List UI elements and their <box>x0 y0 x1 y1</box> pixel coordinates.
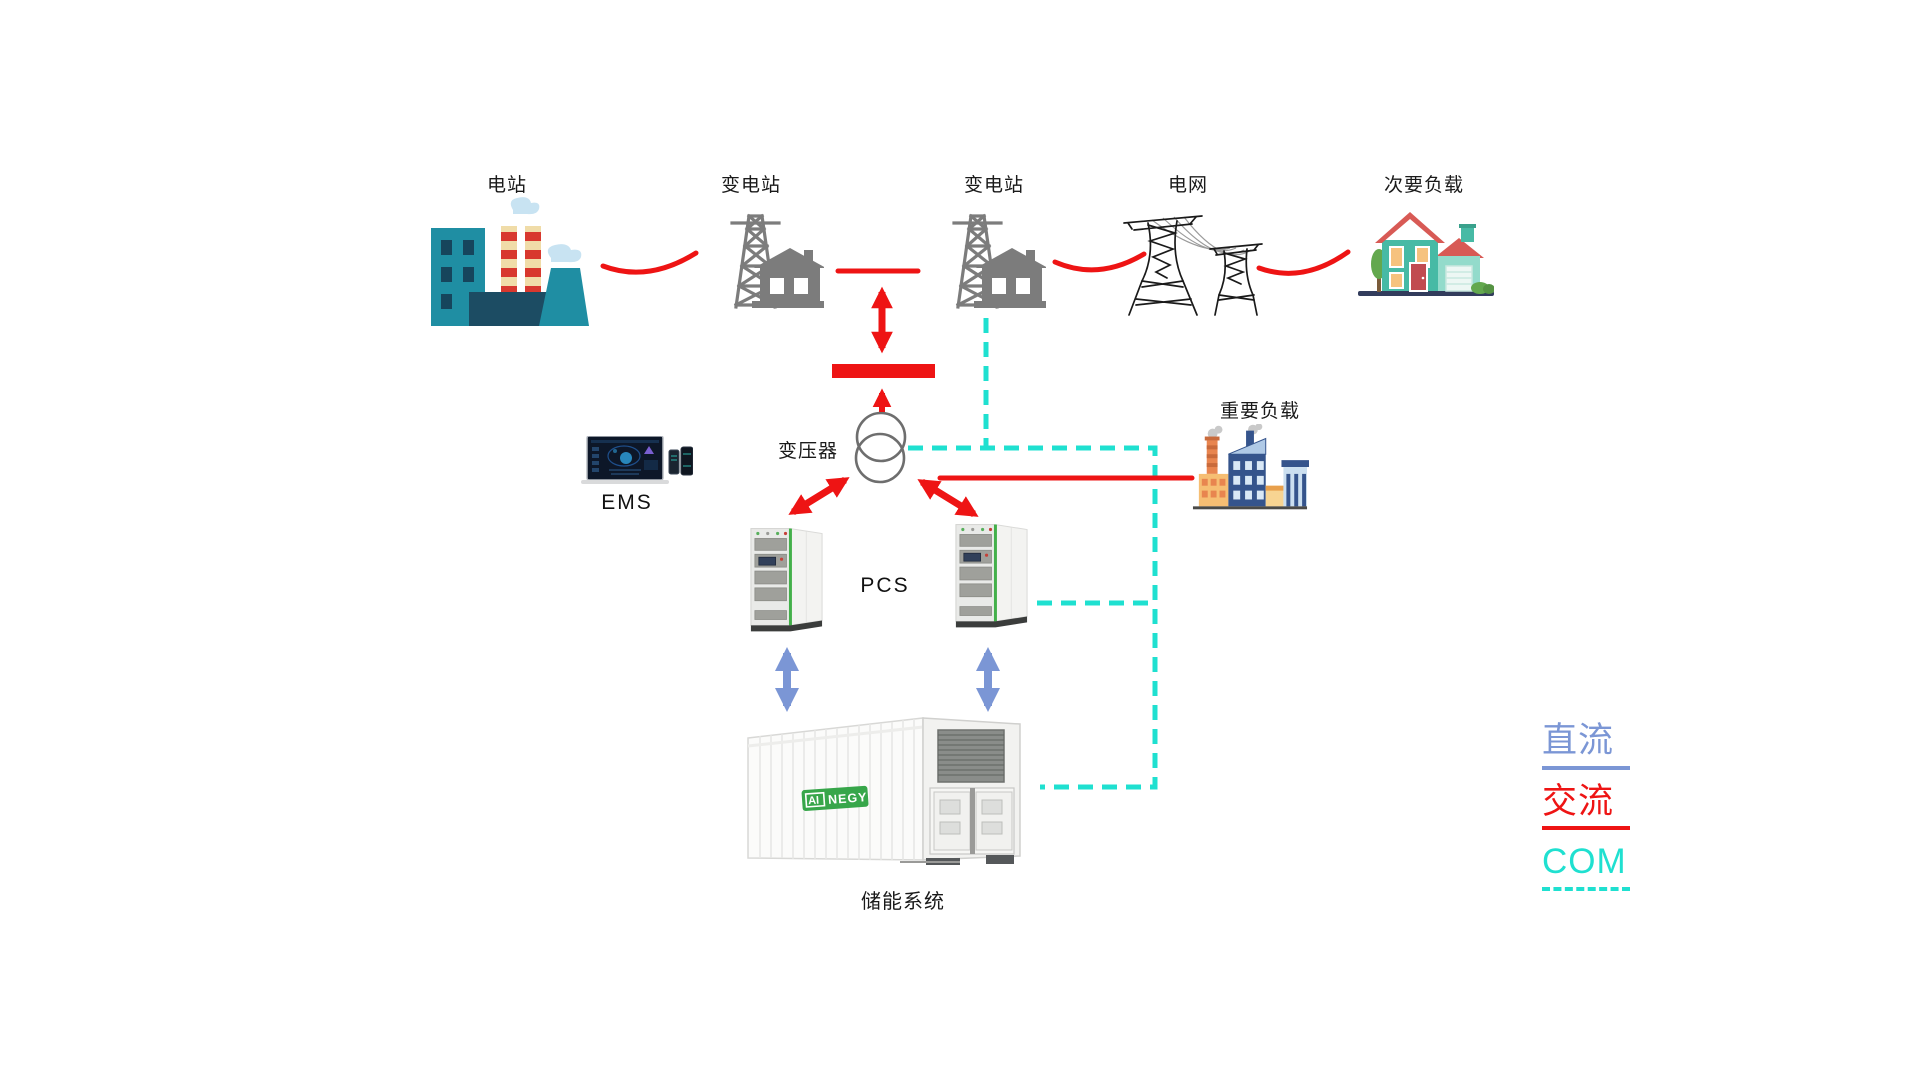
ac-lines <box>600 249 1351 517</box>
pcs-label: PCS <box>860 574 910 597</box>
com-lines <box>908 318 1158 790</box>
logo-negy-text: NEGY <box>828 790 868 807</box>
logo-ai-text: AI <box>808 795 820 808</box>
power-plant-icon <box>431 197 589 326</box>
legend-ac-line-sample <box>1542 826 1630 830</box>
legend-dc-line-sample <box>1542 765 1630 770</box>
legend-com-line-sample <box>1542 886 1630 891</box>
storage-system-label: 储能系统 <box>861 891 945 913</box>
ems-label: EMS <box>601 491 653 514</box>
transformer-icon <box>854 411 907 484</box>
dc-lines <box>775 647 1000 712</box>
factory-icon <box>1192 424 1309 510</box>
power-conversion-cabinet-icon <box>744 521 828 633</box>
grid-label: 电网 <box>1167 175 1209 196</box>
legend: 直流 交流 COM <box>1542 721 1634 904</box>
substation-left-label: 变电站 <box>720 175 782 196</box>
legend-item-dc: 直流 <box>1542 721 1634 770</box>
legend-item-com: COM <box>1542 842 1634 891</box>
legend-dc-label: 直流 <box>1542 721 1615 760</box>
laptop-and-phones-icon <box>581 436 693 484</box>
power-station-label: 电站 <box>486 175 528 196</box>
legend-ac-label: 交流 <box>1542 781 1615 821</box>
substation-right-label: 变电站 <box>963 175 1025 196</box>
legend-com-label: COM <box>1542 842 1627 881</box>
house-icon <box>1358 212 1494 296</box>
important-load-label: 重要负载 <box>1219 401 1301 422</box>
transmission-tower-house-icon <box>714 205 824 312</box>
transformer-label: 变压器 <box>777 441 839 462</box>
legend-item-ac: 交流 <box>1542 781 1634 830</box>
secondary-load-label: 次要负载 <box>1383 175 1465 196</box>
power-conversion-cabinet-icon <box>949 517 1033 629</box>
battery-container-icon: AI NEGY <box>747 717 1021 865</box>
transmission-towers-icon <box>1123 215 1263 316</box>
transmission-tower-house-icon <box>936 205 1046 312</box>
